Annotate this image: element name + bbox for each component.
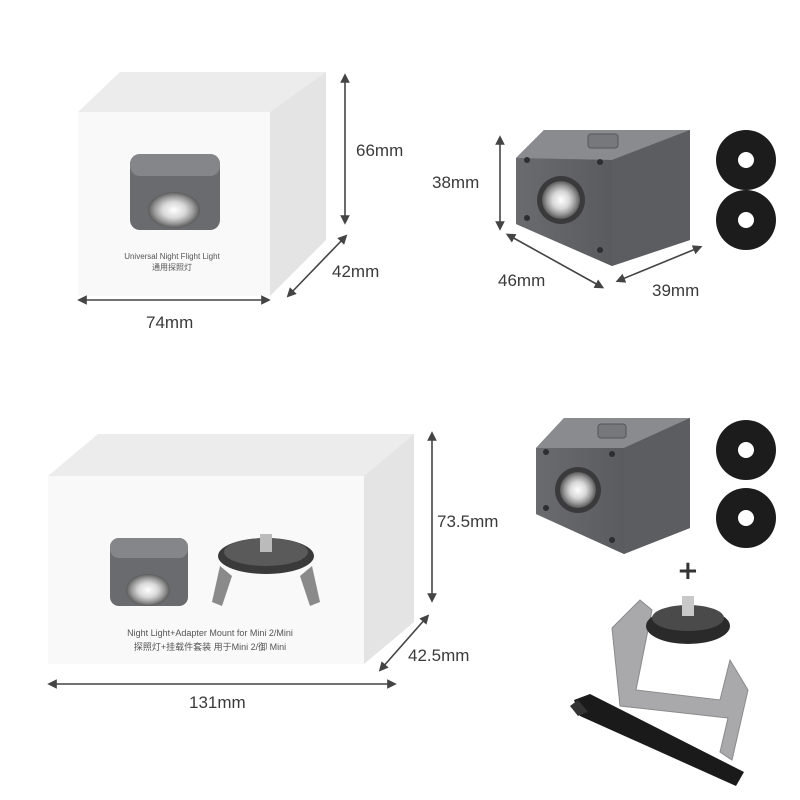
box-2	[48, 434, 414, 664]
box-2-text-en: Night Light+Adapter Mount for Mini 2/Min…	[127, 628, 293, 638]
box-2-text-cn: 探照灯+挂载件套装 用于Mini 2/御 Mini	[133, 642, 287, 652]
light-1-width-line	[505, 233, 605, 289]
velcro-strap	[570, 694, 744, 786]
plus-sign: +	[677, 556, 699, 586]
washer-1	[716, 130, 776, 190]
box-1-text-en: Universal Night Flight Light	[124, 252, 220, 261]
light-1-width-label: 46mm	[498, 271, 546, 290]
box-2-height-label: 73.5mm	[437, 512, 499, 531]
box-1-width-label: 74mm	[146, 313, 194, 332]
box-2-light-image	[110, 538, 188, 606]
box-1-light-image	[130, 154, 220, 230]
light-1-height-label: 38mm	[432, 173, 480, 192]
washer-2	[716, 190, 776, 250]
light-1-depth-label: 39mm	[652, 281, 700, 300]
box-1-text-cn: 通用探照灯	[152, 263, 192, 272]
light-1	[516, 130, 690, 266]
box-1-depth-label: 42mm	[332, 262, 380, 281]
box-2-depth-line	[378, 614, 430, 672]
adapter-mount	[611, 596, 749, 761]
box-2-depth-label: 42.5mm	[408, 646, 470, 665]
washer-4	[716, 488, 776, 548]
box-2-width-label: 131mm	[189, 693, 246, 712]
box-1-depth-line	[286, 234, 348, 298]
light-2	[536, 418, 690, 554]
light-1-depth-line	[615, 245, 703, 283]
box-1	[78, 72, 326, 296]
box-2-mount-image	[212, 534, 320, 606]
box-1-height-label: 66mm	[356, 141, 404, 160]
washer-3	[716, 420, 776, 480]
